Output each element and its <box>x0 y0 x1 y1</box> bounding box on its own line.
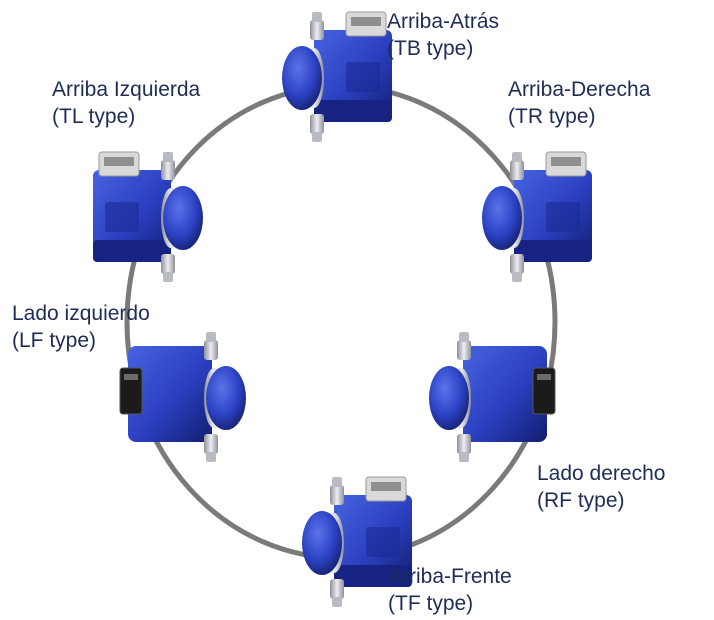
label-tl-name: Arriba Izquierda <box>52 78 201 101</box>
pump-icon-tb <box>281 11 393 143</box>
label-tr-type: (TR type) <box>508 105 596 128</box>
label-tb-type: (TB type) <box>387 37 474 60</box>
label-tb: Arriba-Atrás (TB type) <box>387 8 499 62</box>
label-tr: Arriba-Derecha (TR type) <box>508 76 650 130</box>
pump-icon-tr <box>481 151 593 283</box>
pump-icon-tl <box>92 151 204 283</box>
label-tf: Arriba-Frente (TF type) <box>388 563 512 617</box>
label-tl-type: (TL type) <box>52 105 136 128</box>
label-lf-type: (LF type) <box>12 329 97 352</box>
label-tl: Arriba Izquierda (TL type) <box>52 76 200 130</box>
label-rf-name: Lado derecho <box>537 462 666 485</box>
label-lf-name: Lado izquierdo <box>12 302 150 325</box>
pump-icon-rf <box>428 331 556 463</box>
label-tr-name: Arriba-Derecha <box>508 78 651 101</box>
label-rf-type: (RF type) <box>537 489 625 512</box>
label-tf-name: Arriba-Frente <box>388 565 512 588</box>
label-tb-name: Arriba-Atrás <box>387 10 500 33</box>
label-rf: Lado derecho (RF type) <box>537 460 665 514</box>
label-lf: Lado izquierdo (LF type) <box>12 300 150 354</box>
label-tf-type: (TF type) <box>388 592 474 615</box>
